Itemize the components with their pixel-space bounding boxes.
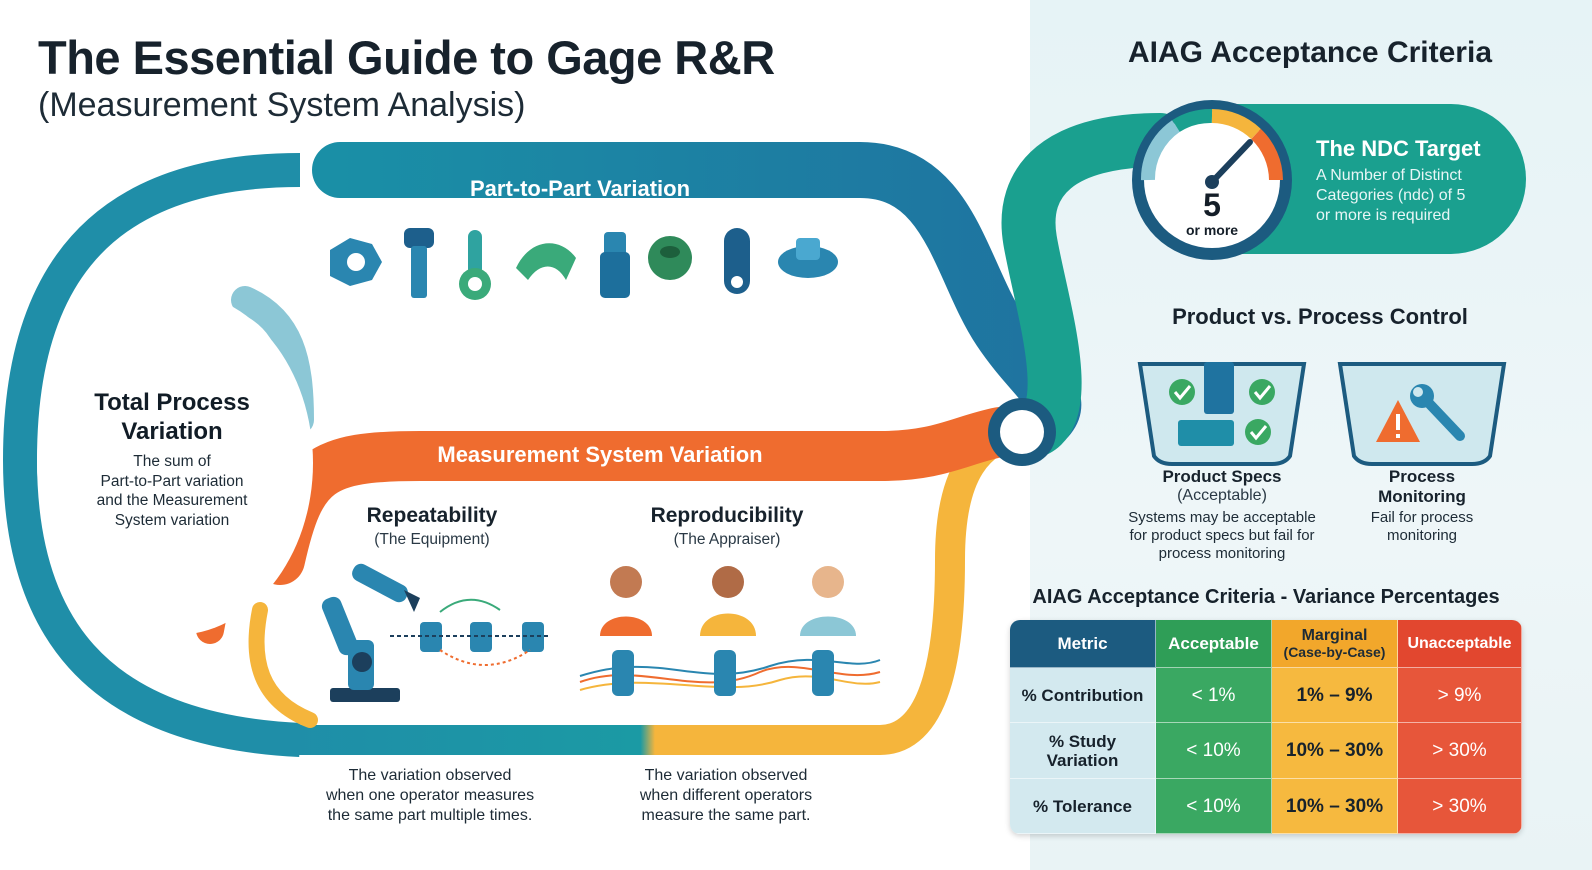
table-cell-unacceptable: > 9%	[1398, 668, 1522, 723]
repeatability-title: Repeatability	[366, 504, 498, 527]
total-variation-title: Total Process Variation	[94, 389, 250, 445]
table-row-metric: % Study Variation	[1010, 723, 1156, 779]
bolt-part-icon	[404, 228, 434, 248]
table-cell-marginal: 10% – 30%	[1272, 779, 1398, 834]
table-cell-marginal: 10% – 30%	[1272, 723, 1398, 779]
table-header-unacceptable: Unacceptable	[1398, 620, 1522, 668]
checkmark-icon	[1249, 379, 1275, 405]
table-cell-marginal: 1% – 9%	[1272, 668, 1398, 723]
process-monitoring-title: Process Monitoring	[1378, 467, 1466, 506]
gauge-label: or more	[1185, 222, 1239, 238]
product-vs-process-title: Product vs. Process Control	[1172, 304, 1468, 329]
repeatability-note: (The Equipment)	[374, 531, 490, 548]
table-header-marginal: Marginal (Case-by-Case)	[1272, 620, 1398, 668]
operator-icon-3	[800, 566, 856, 636]
link-part-icon	[724, 228, 750, 294]
product-specs-block: Product Specs (Acceptable) Systems may b…	[1112, 467, 1332, 563]
operator-icon-1	[600, 566, 652, 636]
reproducibility-description: The variation observed when different op…	[639, 767, 813, 824]
connector-band	[1001, 113, 1187, 459]
page-title: The Essential Guide to Gage R&R	[38, 31, 775, 84]
total-variation-description: The sum of Part-to-Part variation and th…	[96, 453, 248, 529]
table-header-metric: Metric	[1010, 620, 1156, 668]
repeatability-description: The variation observed when one operator…	[325, 767, 535, 824]
total-variation-circle	[37, 291, 313, 635]
table-cell-acceptable: < 10%	[1156, 723, 1272, 779]
wrench-icon	[1410, 384, 1465, 441]
table-row-metric: % Tolerance	[1010, 779, 1156, 834]
reproducibility-note: (The Appraiser)	[673, 531, 781, 548]
yellow-band	[248, 602, 318, 728]
product-specs-description: Systems may be acceptable for product sp…	[1128, 509, 1316, 562]
part-to-part-label: Part-to-Part Variation	[469, 176, 691, 201]
robot-arm-icon	[321, 563, 550, 702]
page-subtitle: (Measurement System Analysis)	[38, 86, 526, 124]
measurement-system-label: Measurement System Variation	[437, 442, 763, 467]
checkmark-icon	[1169, 379, 1195, 405]
table-cell-unacceptable: > 30%	[1398, 779, 1522, 834]
flange-part-icon	[778, 246, 838, 278]
table-header-acceptable: Acceptable	[1156, 620, 1272, 668]
process-bin-icon	[1337, 362, 1507, 466]
product-specs-subtitle: (Acceptable)	[1177, 487, 1267, 504]
ndc-title: The NDC Target	[1316, 136, 1481, 161]
process-monitoring-block: Process Monitoring Fail for process moni…	[1342, 467, 1502, 545]
operators-illustration	[579, 566, 881, 696]
process-monitoring-description: Fail for process monitoring	[1370, 509, 1474, 544]
criteria-title: AIAG Acceptance Criteria	[1127, 36, 1492, 69]
parts-capsule	[300, 214, 860, 316]
shaft-part-icon	[604, 232, 626, 256]
table-cell-acceptable: < 1%	[1156, 668, 1272, 723]
product-bin-icon	[1137, 362, 1307, 466]
operator-icon-2	[700, 566, 756, 636]
variance-table: Metric Acceptable Marginal (Case-by-Case…	[1010, 620, 1522, 834]
bracket-part-icon	[516, 243, 576, 280]
reproducibility-title: Reproducibility	[650, 504, 804, 527]
table-row-metric: % Contribution	[1010, 668, 1156, 723]
ndc-description: A Number of Distinct Categories (ndc) of…	[1316, 167, 1466, 224]
checkmark-icon	[1245, 419, 1271, 445]
table-cell-acceptable: < 10%	[1156, 779, 1272, 834]
left-outer-arc	[2, 153, 301, 757]
part-icons-row	[330, 228, 838, 300]
lever-part-icon	[468, 230, 482, 276]
product-specs-title: Product Specs	[1162, 467, 1282, 486]
table-cell-unacceptable: > 30%	[1398, 723, 1522, 779]
gauge-value: 5	[1203, 187, 1221, 223]
variance-table-title: AIAG Acceptance Criteria - Variance Perc…	[1032, 586, 1500, 608]
